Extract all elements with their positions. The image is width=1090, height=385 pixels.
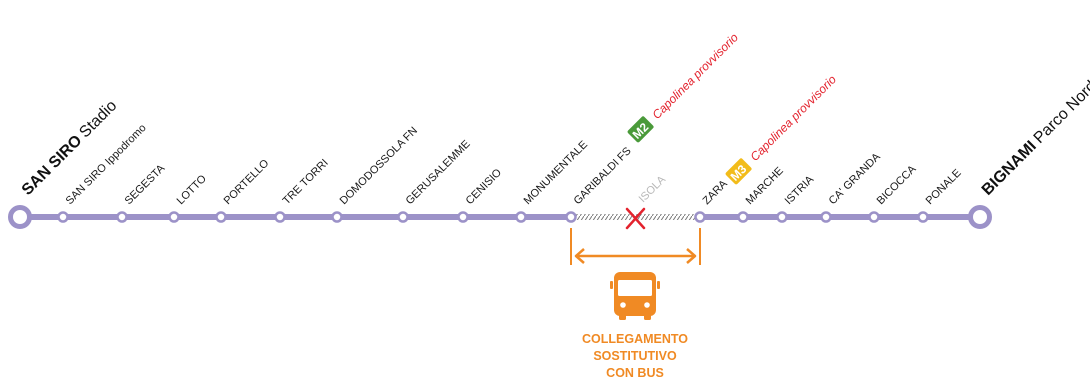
- bus-label-line-2: SOSTITUTIVO: [593, 349, 677, 363]
- replacement-bus-section: COLLEGAMENTO SOSTITUTIVO CON BUS: [570, 228, 701, 380]
- terminal-start-label: SAN SIROStadio: [19, 97, 121, 199]
- station-label: LOTTO: [175, 173, 210, 208]
- station-marker-14[interactable]: CA' GRANDA: [820, 150, 884, 223]
- station-marker-10: ISOLA: [637, 173, 669, 205]
- station-marker-5[interactable]: DOMODOSSOLA FN: [331, 125, 421, 223]
- station-label: GERUSALEMME: [404, 138, 473, 207]
- interchange-m2: M2 Capolinea provvisorio: [627, 30, 741, 144]
- station-label: SEGESTA: [123, 162, 168, 207]
- station-marker-6[interactable]: GERUSALEMME: [397, 138, 473, 223]
- m2-badge-icon[interactable]: [627, 116, 655, 144]
- bus-arrow-left-icon: [574, 248, 585, 264]
- station-label: ISTRIA: [783, 173, 817, 207]
- terminal-start-marker[interactable]: [8, 205, 32, 229]
- station-marker-8[interactable]: MONUMENTALE: [515, 139, 591, 223]
- svg-text:SAN SIROStadio: SAN SIROStadio: [19, 97, 121, 199]
- m3-badge-icon[interactable]: [725, 158, 753, 186]
- bus-label-line-1: COLLEGAMENTO: [582, 332, 688, 346]
- terminal-end-marker[interactable]: [968, 205, 992, 229]
- provisional-terminus-note-garibaldi: Capolinea provvisorio: [649, 30, 741, 122]
- terminal-end-sub: Parco Nord: [1031, 78, 1090, 147]
- station-label: BICOCCA: [875, 163, 919, 207]
- interchange-m3: M3 Capolinea provvisorio: [725, 72, 839, 186]
- station-marker-3[interactable]: PORTELLO: [215, 157, 272, 223]
- station-label-closed: ISOLA: [637, 173, 669, 205]
- bus-icon: [610, 272, 660, 320]
- provisional-terminus-note-zara: Capolinea provvisorio: [747, 72, 839, 164]
- svg-text:BIGNAMIParco Nord: BIGNAMIParco Nord: [979, 78, 1090, 199]
- station-closed-icon: [625, 207, 646, 230]
- station-label: PORTELLO: [222, 157, 272, 207]
- station-label: TRE TORRI: [281, 157, 331, 207]
- station-marker-7[interactable]: CENISIO: [457, 166, 505, 223]
- station-label: ZARA: [701, 177, 731, 207]
- terminal-start-sub: Stadio: [76, 97, 120, 141]
- station-marker-16[interactable]: PONALE: [917, 167, 964, 223]
- terminal-end-name: BIGNAMI: [979, 138, 1040, 199]
- bus-arrow-right-icon: [686, 248, 697, 264]
- station-list: SAN SIRO Ippodromo SEGESTA LOTTO PORTELL…: [57, 122, 964, 223]
- terminal-end-label: BIGNAMIParco Nord: [979, 78, 1090, 199]
- bus-label-line-3: CON BUS: [606, 366, 664, 380]
- station-label: CENISIO: [464, 166, 505, 207]
- station-label: PONALE: [924, 167, 964, 207]
- station-marker-4[interactable]: TRE TORRI: [274, 157, 331, 223]
- station-marker-15[interactable]: BICOCCA: [868, 163, 920, 223]
- station-marker-1[interactable]: SEGESTA: [116, 162, 168, 223]
